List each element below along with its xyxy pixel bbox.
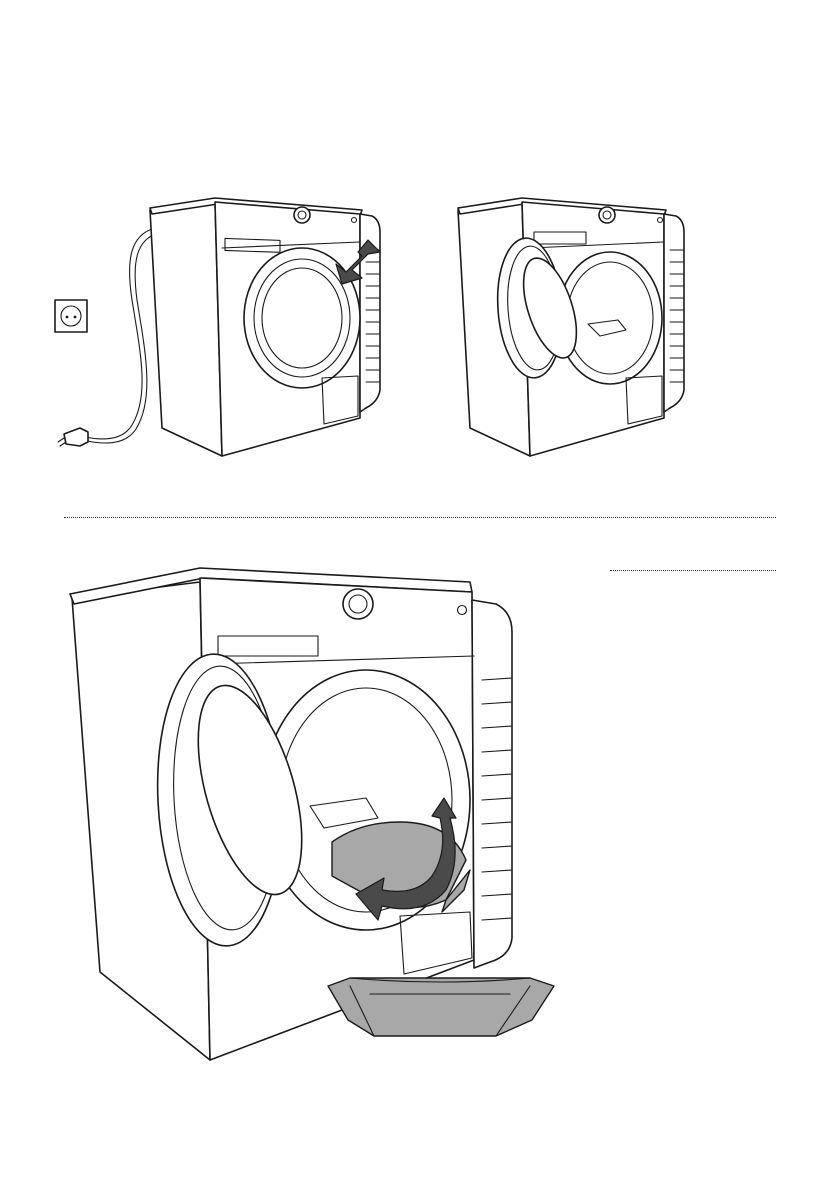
- figure-unplug-and-press: [40, 180, 400, 470]
- figure-remove-filter: [60, 560, 560, 1070]
- sub-section-divider: [610, 570, 776, 571]
- wall-socket-icon: [55, 300, 87, 332]
- washing-machine-icon: [150, 198, 380, 456]
- drip-tray-icon: [328, 978, 554, 1036]
- figure-door-open: [450, 180, 700, 470]
- power-plug-icon: [58, 228, 158, 446]
- section-divider: [64, 517, 776, 518]
